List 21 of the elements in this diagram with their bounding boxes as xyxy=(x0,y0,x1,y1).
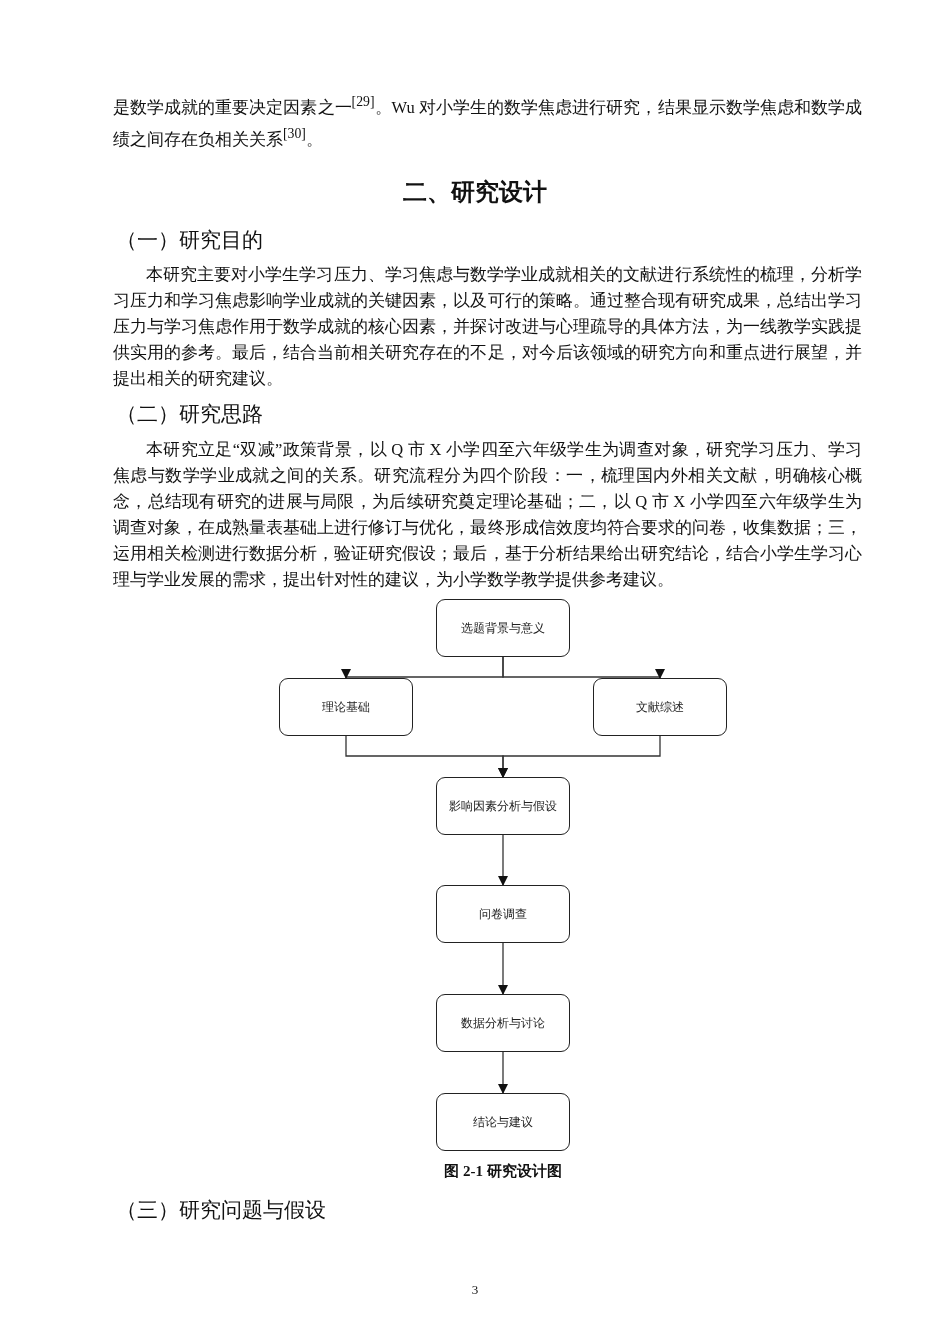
chapter-heading: 二、研究设计 xyxy=(402,177,548,208)
section-heading: （二）研究思路 xyxy=(116,401,263,428)
section-heading: （三）研究问题与假设 xyxy=(116,1197,326,1224)
arrow xyxy=(498,735,661,778)
page-number: 3 xyxy=(470,1282,480,1298)
section-heading: （一）研究目的 xyxy=(116,227,263,254)
process-box: 选题背景与意义 xyxy=(436,599,570,657)
body-paragraph: 本研究主要对小学生学习压力、学习焦虑与数学学业成就相关的文献进行系统性的梳理，分析学习压力和学习焦虑影响学业成就的关键因素，以及可行的策略。通过整合现有研究成果，总结出学习压力与学习焦虑作用于数学成就的核心因素，并探讨改进与心理疏导的具体方法，为一线教学实践提供实用的参考。最后，结合当前相关研究存在的不足，对今后该领域的研究方向和重点进行展望，并提出相关的研究建议。 xyxy=(113,264,862,390)
process-box: 影响因素分析与假设 xyxy=(436,777,570,835)
body-paragraph: 是数学成就的重要决定因素之一$^{[29]}$。Wu 对小学生的数学焦虑进行研究，结果显示数学焦虑和数学成绩之间存在负相关关系$^{[30]}$。 xyxy=(113,93,862,150)
arrow xyxy=(498,942,508,995)
arrow xyxy=(498,1051,508,1094)
process-box: 理论基础 xyxy=(279,678,413,736)
process-box: 问卷调查 xyxy=(436,885,570,943)
figure-caption: 图 2-1 研究设计图 xyxy=(444,1162,562,1181)
process-box: 文献综述 xyxy=(593,678,727,736)
arrow xyxy=(498,834,508,886)
process-box: 结论与建议 xyxy=(436,1093,570,1151)
process-box: 数据分析与讨论 xyxy=(436,994,570,1052)
arrow xyxy=(502,656,665,679)
body-paragraph: 本研究立足“双减”政策背景，以 Q 市 X 小学四至六年级学生为调查对象，研究学习压力、学习焦虑与数学学业成就之间的关系。研究流程分为四个阶段：一，梳理国内外相关文献，明确核心概念，总结现有研究的进展与局限，为后续研究奠定理论基础；二，以 Q 市 X 小学四至六年级学生为调查对象，在成熟量表基础上进行修订与优化，最终形成信效度均符合要求的问卷，收集数据；三，运用相关检测进行数据分析，验证研究假设；最后，基于分析结果给出研究结论，结合小学生学习心理与学业发展的需求，提出针对性的建议，为小学数学教学提供参考建议。 xyxy=(113,439,862,591)
